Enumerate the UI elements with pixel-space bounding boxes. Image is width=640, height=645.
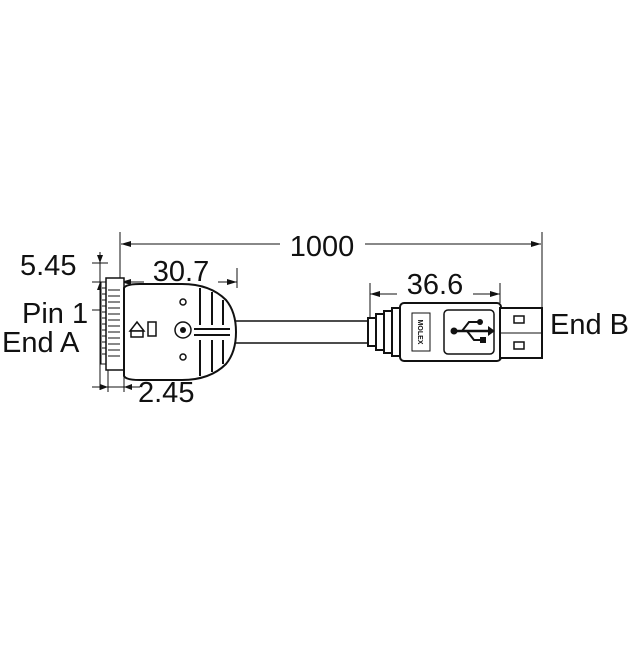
arrowhead [531, 241, 541, 247]
end-a-grip-grooves [194, 288, 230, 376]
arrowhead [100, 384, 108, 390]
end-a-dot-marker [179, 353, 187, 361]
usb-trident-icon [450, 319, 495, 343]
end-a-body-dimension: 30.7 [121, 256, 238, 288]
end-b-body-value: 36.6 [407, 269, 463, 301]
end-a-offset-dimension: 2.45 [92, 358, 194, 409]
end-a-label: End A [2, 327, 80, 359]
brand-panel [411, 312, 431, 352]
arrowhead [121, 241, 131, 247]
arrowhead [121, 279, 131, 285]
end-a-connector [100, 277, 238, 381]
end-a-logo-center [180, 327, 186, 333]
end-a-release-mark [147, 321, 157, 337]
end-a-dot-marker [179, 298, 187, 306]
arrowhead [370, 291, 380, 297]
overall-length-value: 1000 [290, 231, 355, 263]
end-b-label: End B [550, 309, 629, 341]
label-backdrop [397, 268, 473, 296]
brand-text: MOLEX [416, 320, 423, 345]
end-a-body-value: 30.7 [153, 256, 209, 288]
plug-window [513, 315, 525, 324]
end-a-offset-value: 2.45 [138, 377, 194, 409]
end-b-body-dimension: 36.6 [369, 268, 501, 318]
arrowhead [97, 255, 103, 263]
arrowhead [490, 291, 500, 297]
end-b-strain-relief [367, 307, 403, 357]
plug-window [513, 341, 525, 350]
arrowhead [227, 279, 237, 285]
arrow-base [130, 330, 144, 338]
label-backdrop [144, 256, 218, 286]
arrowhead [124, 384, 132, 390]
end-a-contact-slots [108, 289, 120, 357]
cable [234, 320, 372, 344]
overall-length-dimension: 1000 [119, 231, 543, 310]
pin-1-label: Pin 1 [22, 298, 88, 330]
end-b-connector: MOLEX [367, 302, 543, 362]
end-a-height-value: 5.45 [20, 250, 76, 282]
